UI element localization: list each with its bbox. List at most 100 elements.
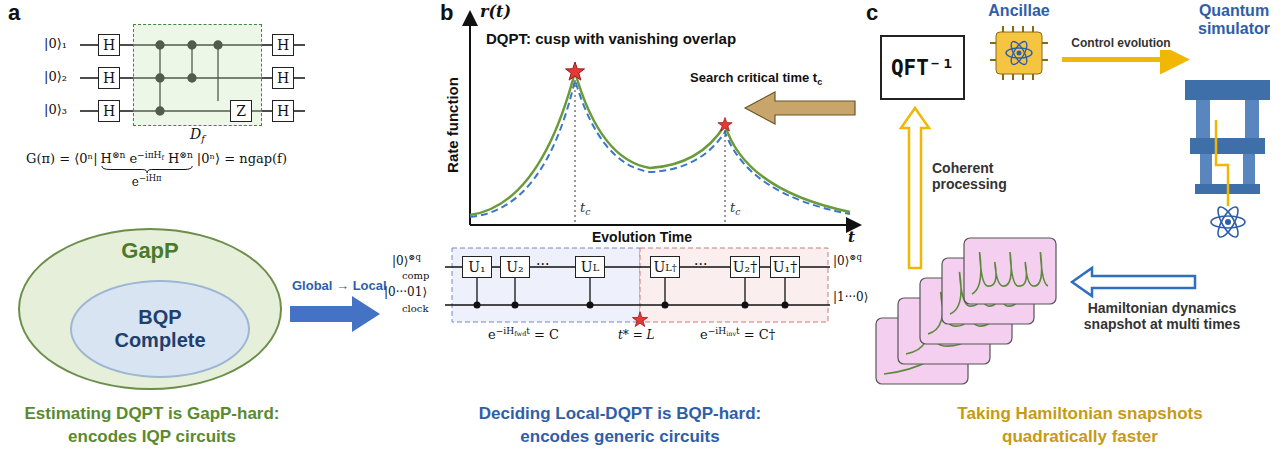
- svg-shape: [512, 302, 519, 309]
- text-span: Global → Local: [292, 278, 387, 293]
- svg-shape: [1211, 204, 1245, 239]
- text-span: Taking Hamiltonian snapshots: [957, 404, 1202, 423]
- gate-box: H: [98, 67, 120, 89]
- gate-box: U₂†: [730, 256, 760, 278]
- label: encodes IQP circuits: [68, 427, 236, 447]
- svg-shape: [470, 72, 850, 215]
- node-box: DfZ: [133, 24, 262, 126]
- text-span: Hamiltonian dynamics snapshot at multi t…: [1084, 300, 1240, 332]
- gate-box: U₂: [500, 256, 530, 278]
- text-span: e: [700, 327, 708, 342]
- svg-shape: [725, 130, 726, 225]
- svg-shape: [742, 302, 749, 309]
- svg-shape: [990, 26, 1048, 80]
- gate-box: H: [272, 67, 294, 89]
- svg-shape: [718, 118, 732, 132]
- text-span: Control evolution: [1071, 36, 1170, 50]
- text-span: U: [653, 259, 665, 275]
- plot: [470, 14, 858, 225]
- label: comp: [402, 270, 430, 281]
- svg-shape: [782, 302, 789, 309]
- label: Hamiltonian dynamics snapshot at multi t…: [1072, 300, 1252, 332]
- svg-shape: [452, 248, 640, 322]
- gate-box: U₁†: [770, 256, 800, 278]
- node-box: GapP BQP Complete: [18, 228, 282, 390]
- svg-shape: [1022, 26, 1024, 32]
- label: DQPT: cusp with vanishing overlap: [486, 30, 736, 47]
- svg-shape: [1243, 154, 1255, 184]
- text-span: L: [665, 262, 672, 273]
- svg-shape: [1190, 138, 1265, 154]
- text-span: t: [736, 326, 740, 336]
- text-span: quadratically faster: [1002, 427, 1158, 446]
- text-span: Search critical time t: [690, 70, 817, 85]
- svg-shape: [1022, 74, 1024, 80]
- label: tc: [580, 200, 590, 217]
- text-span: c: [817, 77, 822, 87]
- svg-shape: [1006, 39, 1032, 67]
- text-span: Rate function: [444, 77, 461, 173]
- text-span: |0⟩₁: [44, 36, 67, 51]
- text-span: |0⟩₃: [44, 102, 67, 117]
- node-text: Quantum simulator: [1186, 2, 1282, 38]
- text-span: |0···01⟩: [384, 285, 427, 299]
- text-span: = C†: [744, 327, 775, 342]
- text-span: inv: [726, 330, 736, 338]
- node-text: BQP Complete: [72, 306, 248, 352]
- text-span: c: [735, 207, 740, 217]
- svg-shape: [1245, 100, 1259, 138]
- label: clock: [402, 303, 428, 314]
- node-text: QFT⁻¹: [891, 56, 954, 80]
- svg-shape: [1214, 204, 1241, 239]
- svg-shape: [1072, 268, 1195, 296]
- svg-shape: [1225, 219, 1231, 225]
- node-text: GapP: [20, 238, 280, 264]
- label: Evolution Time: [592, 229, 692, 245]
- text-span: QFT⁻¹: [891, 56, 954, 80]
- svg-shape: [587, 302, 594, 309]
- svg-shape: [990, 59, 996, 61]
- text-span: H: [103, 103, 115, 119]
- snapshot-curve: [972, 252, 1048, 294]
- svg-shape: [632, 312, 647, 326]
- svg-shape: [1012, 74, 1014, 80]
- label: tc: [730, 200, 740, 217]
- svg-shape: [1017, 51, 1022, 56]
- label: c: [866, 0, 878, 26]
- label: e−iHfwdt= C: [488, 326, 559, 342]
- underbrace: [101, 166, 193, 173]
- gate-box: H: [98, 34, 120, 56]
- svg-shape: [996, 32, 1042, 74]
- label: |0⟩₃: [44, 102, 67, 117]
- gate-box: Z: [230, 100, 252, 122]
- panel-c-icons: [876, 26, 1270, 384]
- circuit-b: [445, 248, 830, 326]
- text-span: H: [168, 151, 179, 166]
- node-box: Quantum simulator: [1186, 2, 1282, 74]
- text-span: BQP Complete: [114, 306, 205, 351]
- label: |0⟩₂: [44, 69, 67, 84]
- text-span: ⊗q: [408, 252, 420, 262]
- label: quadratically faster: [1002, 427, 1158, 447]
- label: r(t): [480, 2, 511, 21]
- svg-shape: [745, 92, 855, 124]
- text-span: e: [129, 151, 137, 166]
- svg-shape: [990, 42, 996, 44]
- svg-shape: [566, 62, 585, 80]
- label: Rate function: [444, 77, 461, 173]
- text-span: Quantum simulator: [1198, 2, 1270, 37]
- label: ···: [536, 256, 549, 272]
- label: ···: [694, 256, 707, 272]
- svg-shape: [1008, 39, 1030, 67]
- text-span: |1···0⟩: [833, 290, 868, 304]
- label: |0⟩⊗q: [833, 252, 862, 268]
- snapshot-card: [964, 238, 1056, 304]
- label: |0···01⟩: [384, 285, 427, 299]
- connector-arrow: [1062, 57, 1180, 62]
- gate-box: UL†: [650, 256, 680, 278]
- label: Global → Local: [292, 278, 387, 293]
- text-span: Evolution Time: [592, 229, 692, 245]
- label: Estimating DQPT is GapP-hard:: [24, 404, 279, 424]
- text-span: e: [488, 327, 496, 342]
- svg-shape: [784, 278, 785, 305]
